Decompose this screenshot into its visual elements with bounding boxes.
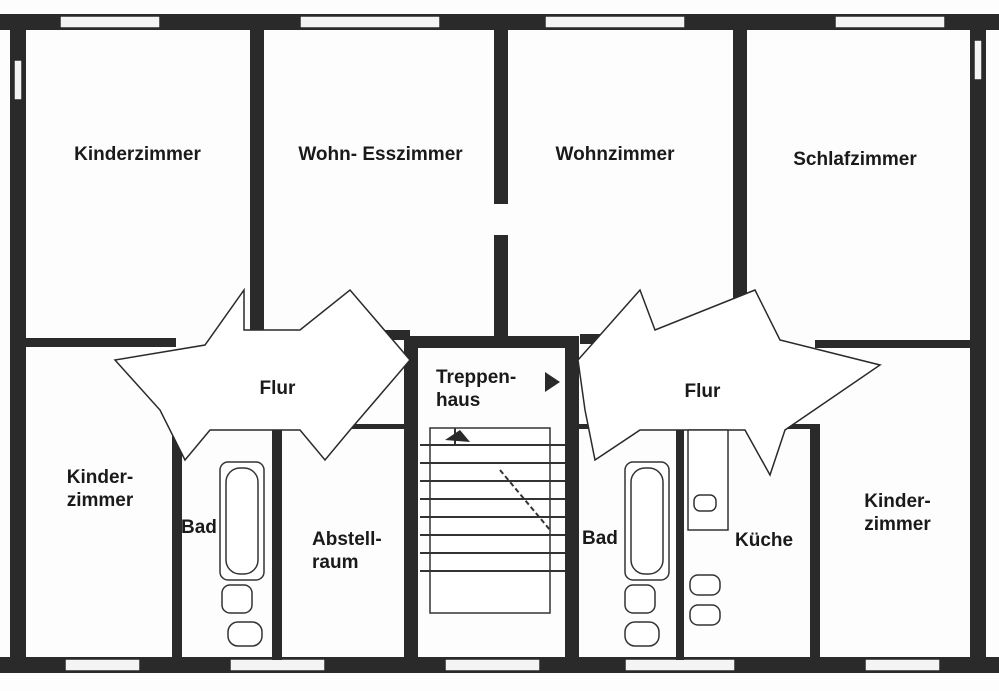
- room-label-kinderzimmer-nw: Kinderzimmer: [74, 144, 201, 165]
- room-label-kinderzimmer-e: Kinder- zimmer: [864, 491, 931, 535]
- room-label-flur-right: Flur: [684, 381, 721, 402]
- room-label-bad-right: Bad: [582, 528, 618, 549]
- flur-arrows: [113, 287, 882, 477]
- staircase: [420, 372, 565, 614]
- interior-walls: [26, 14, 975, 666]
- room-label-flur-left: Flur: [259, 378, 296, 399]
- room-label-wohnzimmer: Wohnzimmer: [555, 144, 675, 165]
- kitchen-fixtures: [687, 429, 729, 626]
- room-label-bad-left: Bad: [181, 517, 217, 538]
- windows: [13, 15, 983, 672]
- bathtub-left: [219, 461, 265, 647]
- room-label-schlafzimmer: Schlafzimmer: [793, 149, 917, 170]
- room-label-treppenhaus: Treppen- haus: [436, 367, 517, 411]
- room-label-kinderzimmer-w: Kinder- zimmer: [66, 467, 134, 511]
- room-label-kueche: Küche: [735, 530, 794, 551]
- room-label-wohn-esszimmer: Wohn- Esszimmer: [298, 144, 463, 165]
- bathtub-right: [624, 461, 670, 647]
- room-label-abstellraum: Abstell- raum: [312, 529, 382, 573]
